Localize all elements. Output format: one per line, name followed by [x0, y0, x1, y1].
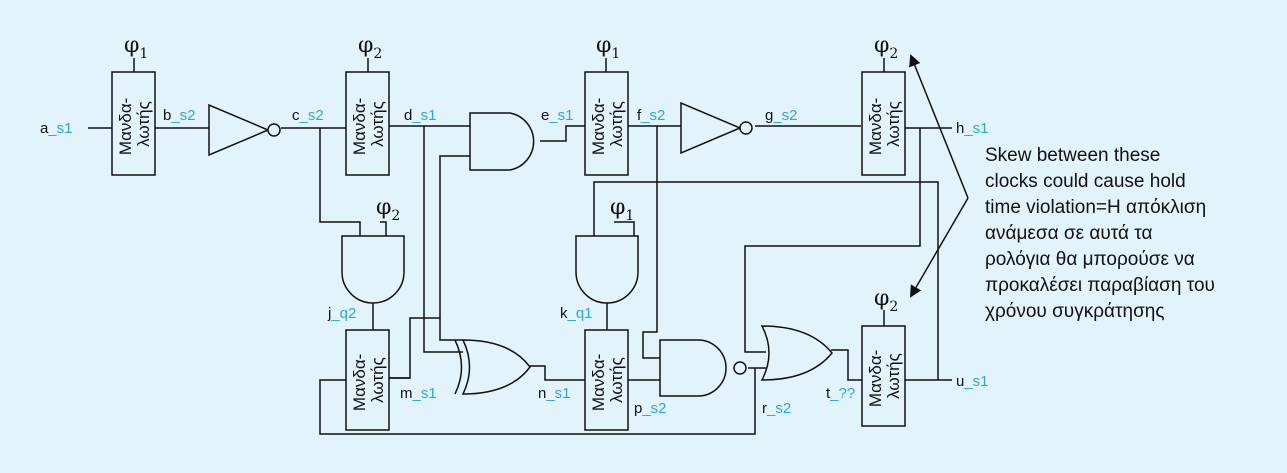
- and-gate-3: [575, 235, 639, 304]
- or-gate: [760, 325, 833, 381]
- annotation-line: προκαλέσει παραβίαση του: [985, 275, 1215, 296]
- signal-p: p_s2: [634, 400, 667, 417]
- svg-text:Μανδα- λωτής: Μανδα- λωτής: [589, 349, 626, 411]
- latch-2: Μανδα- λωτής: [345, 71, 390, 176]
- svg-text:Μανδα- λωτής: Μανδα- λωτής: [350, 93, 387, 155]
- svg-text:Μανδα- λωτής: Μανδα- λωτής: [866, 93, 903, 155]
- xor-gate: [454, 339, 531, 395]
- arrow-up-icon: [909, 54, 969, 199]
- clock-label-l8: φ2: [874, 286, 898, 315]
- signal-h: h_s1: [956, 120, 989, 137]
- latch-3: Μανδα- λωτής: [584, 71, 629, 176]
- clock-label-l1: φ1: [124, 33, 148, 62]
- svg-text:Μανδα- λωτής: Μανδα- λωτής: [589, 93, 626, 155]
- signal-r: r_s2: [762, 400, 791, 417]
- signal-j: j_q2: [327, 305, 356, 322]
- signal-u: u_s1: [956, 373, 989, 390]
- signal-e: e_s1: [541, 107, 574, 124]
- svg-text:φ2: φ2: [874, 33, 898, 62]
- annotation-line: ρολόγια θα μπορούσε να: [985, 249, 1195, 270]
- and-gate-2: [341, 235, 405, 304]
- latch-1-label-2: λωτής: [134, 101, 153, 147]
- annotation-line: ανάμεσα σε αυτά τα: [985, 223, 1153, 244]
- clock-label-and3: φ1: [610, 195, 634, 224]
- svg-text:φ1: φ1: [124, 33, 148, 62]
- clock-label-l2: φ2: [358, 33, 382, 62]
- svg-text:Μανδα- λωτής: Μανδα- λωτής: [866, 345, 903, 407]
- signal-m: m_s1: [400, 385, 437, 402]
- signal-a: a_s1: [40, 120, 73, 137]
- clock-label-l3: φ1: [596, 33, 620, 62]
- svg-text:φ1: φ1: [610, 195, 634, 224]
- annotation-line: Skew between these: [985, 145, 1161, 166]
- clock-label-l4: φ2: [874, 33, 898, 62]
- signal-f: f_s2: [637, 107, 665, 124]
- svg-text:φ2: φ2: [358, 33, 382, 62]
- skew-arrows: [909, 54, 969, 298]
- latch-6: Μανδα- λωτής: [584, 329, 629, 431]
- skew-annotation: Skew between these clocks could cause ho…: [985, 143, 1285, 325]
- latch-1: Μανδα- λωτής: [111, 71, 156, 176]
- signal-d: d_s1: [404, 107, 437, 124]
- latch-1-label-1: Μανδα-: [116, 98, 135, 155]
- signal-k: k_q1: [560, 305, 593, 322]
- arrow-down-icon: [909, 197, 969, 298]
- inverter-2: [680, 101, 753, 155]
- signal-g: g_s2: [765, 107, 798, 124]
- nand-gate: [659, 339, 747, 397]
- inverter-1: [208, 103, 281, 157]
- svg-text:φ2: φ2: [874, 286, 898, 315]
- svg-text:Μανδα- λωτής: Μανδα- λωτής: [116, 93, 153, 155]
- signal-n: n_s1: [538, 385, 571, 402]
- latch-8: Μανδα- λωτής: [861, 325, 906, 427]
- annotation-line: time violation=Η απόκλιση: [985, 197, 1207, 218]
- annotation-line: clocks could cause hold: [985, 171, 1186, 192]
- annotation-line: χρόνου συγκράτησης: [985, 301, 1165, 322]
- signal-c: c_s2: [292, 107, 324, 124]
- and-gate-1: [469, 112, 535, 171]
- clock-label-and2: φ2: [376, 195, 400, 224]
- latch-4: Μανδα- λωτής: [861, 71, 906, 176]
- signal-b: b_s2: [163, 107, 196, 124]
- svg-text:Μανδα- λωτής: Μανδα- λωτής: [350, 349, 387, 411]
- signal-t: t_??: [826, 385, 855, 402]
- wires: [88, 58, 952, 435]
- svg-text:φ2: φ2: [376, 195, 400, 224]
- latch-5: Μανδα- λωτής: [345, 329, 390, 431]
- svg-text:φ1: φ1: [596, 33, 620, 62]
